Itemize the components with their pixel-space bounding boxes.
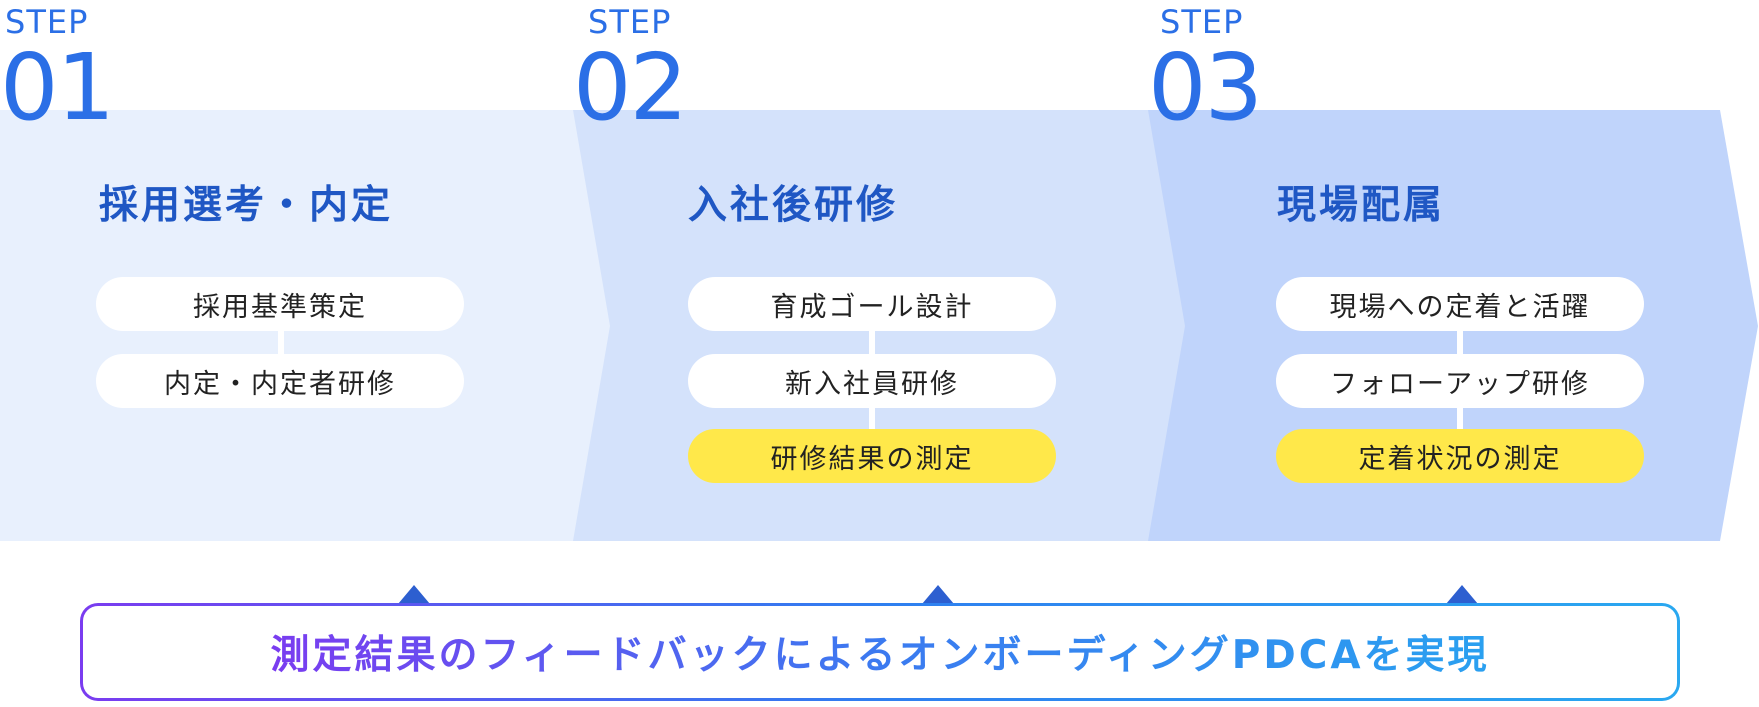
step-2-item-1: 育成ゴール設計	[688, 277, 1056, 331]
step-1-label: STEP	[5, 3, 89, 41]
step-3-item-2: フォローアップ研修	[1276, 354, 1644, 408]
step-3-number: 03	[1148, 34, 1263, 141]
feedback-arrow-3-icon	[1446, 585, 1478, 604]
pdca-banner-text: 測定結果のフィードバックによるオンボーディングPDCAを実現	[270, 624, 1489, 680]
step-3-title: 現場配属	[1277, 183, 1446, 228]
step-1-connector	[278, 331, 284, 356]
pdca-banner: 測定結果のフィードバックによるオンボーディングPDCAを実現	[80, 603, 1680, 701]
step-2-item-3-highlight: 研修結果の測定	[688, 429, 1056, 483]
step-1-title: 採用選考・内定	[99, 183, 394, 228]
step-2-title: 入社後研修	[688, 183, 899, 228]
step-2-number: 02	[573, 34, 688, 141]
pdca-banner-text-wrap: 測定結果のフィードバックによるオンボーディングPDCAを実現	[83, 606, 1677, 698]
step-3-item-1: 現場への定着と活躍	[1276, 277, 1644, 331]
step-2-label: STEP	[588, 3, 672, 41]
step-3-label: STEP	[1160, 3, 1244, 41]
step-2-item-2: 新入社員研修	[688, 354, 1056, 408]
step-1-item-1: 採用基準策定	[96, 277, 464, 331]
step-1-number: 01	[0, 34, 115, 141]
feedback-arrow-2-icon	[922, 585, 954, 604]
feedback-arrow-1-icon	[398, 585, 430, 604]
step-3-item-3-highlight: 定着状況の測定	[1276, 429, 1644, 483]
step-1-item-2: 内定・内定者研修	[96, 354, 464, 408]
